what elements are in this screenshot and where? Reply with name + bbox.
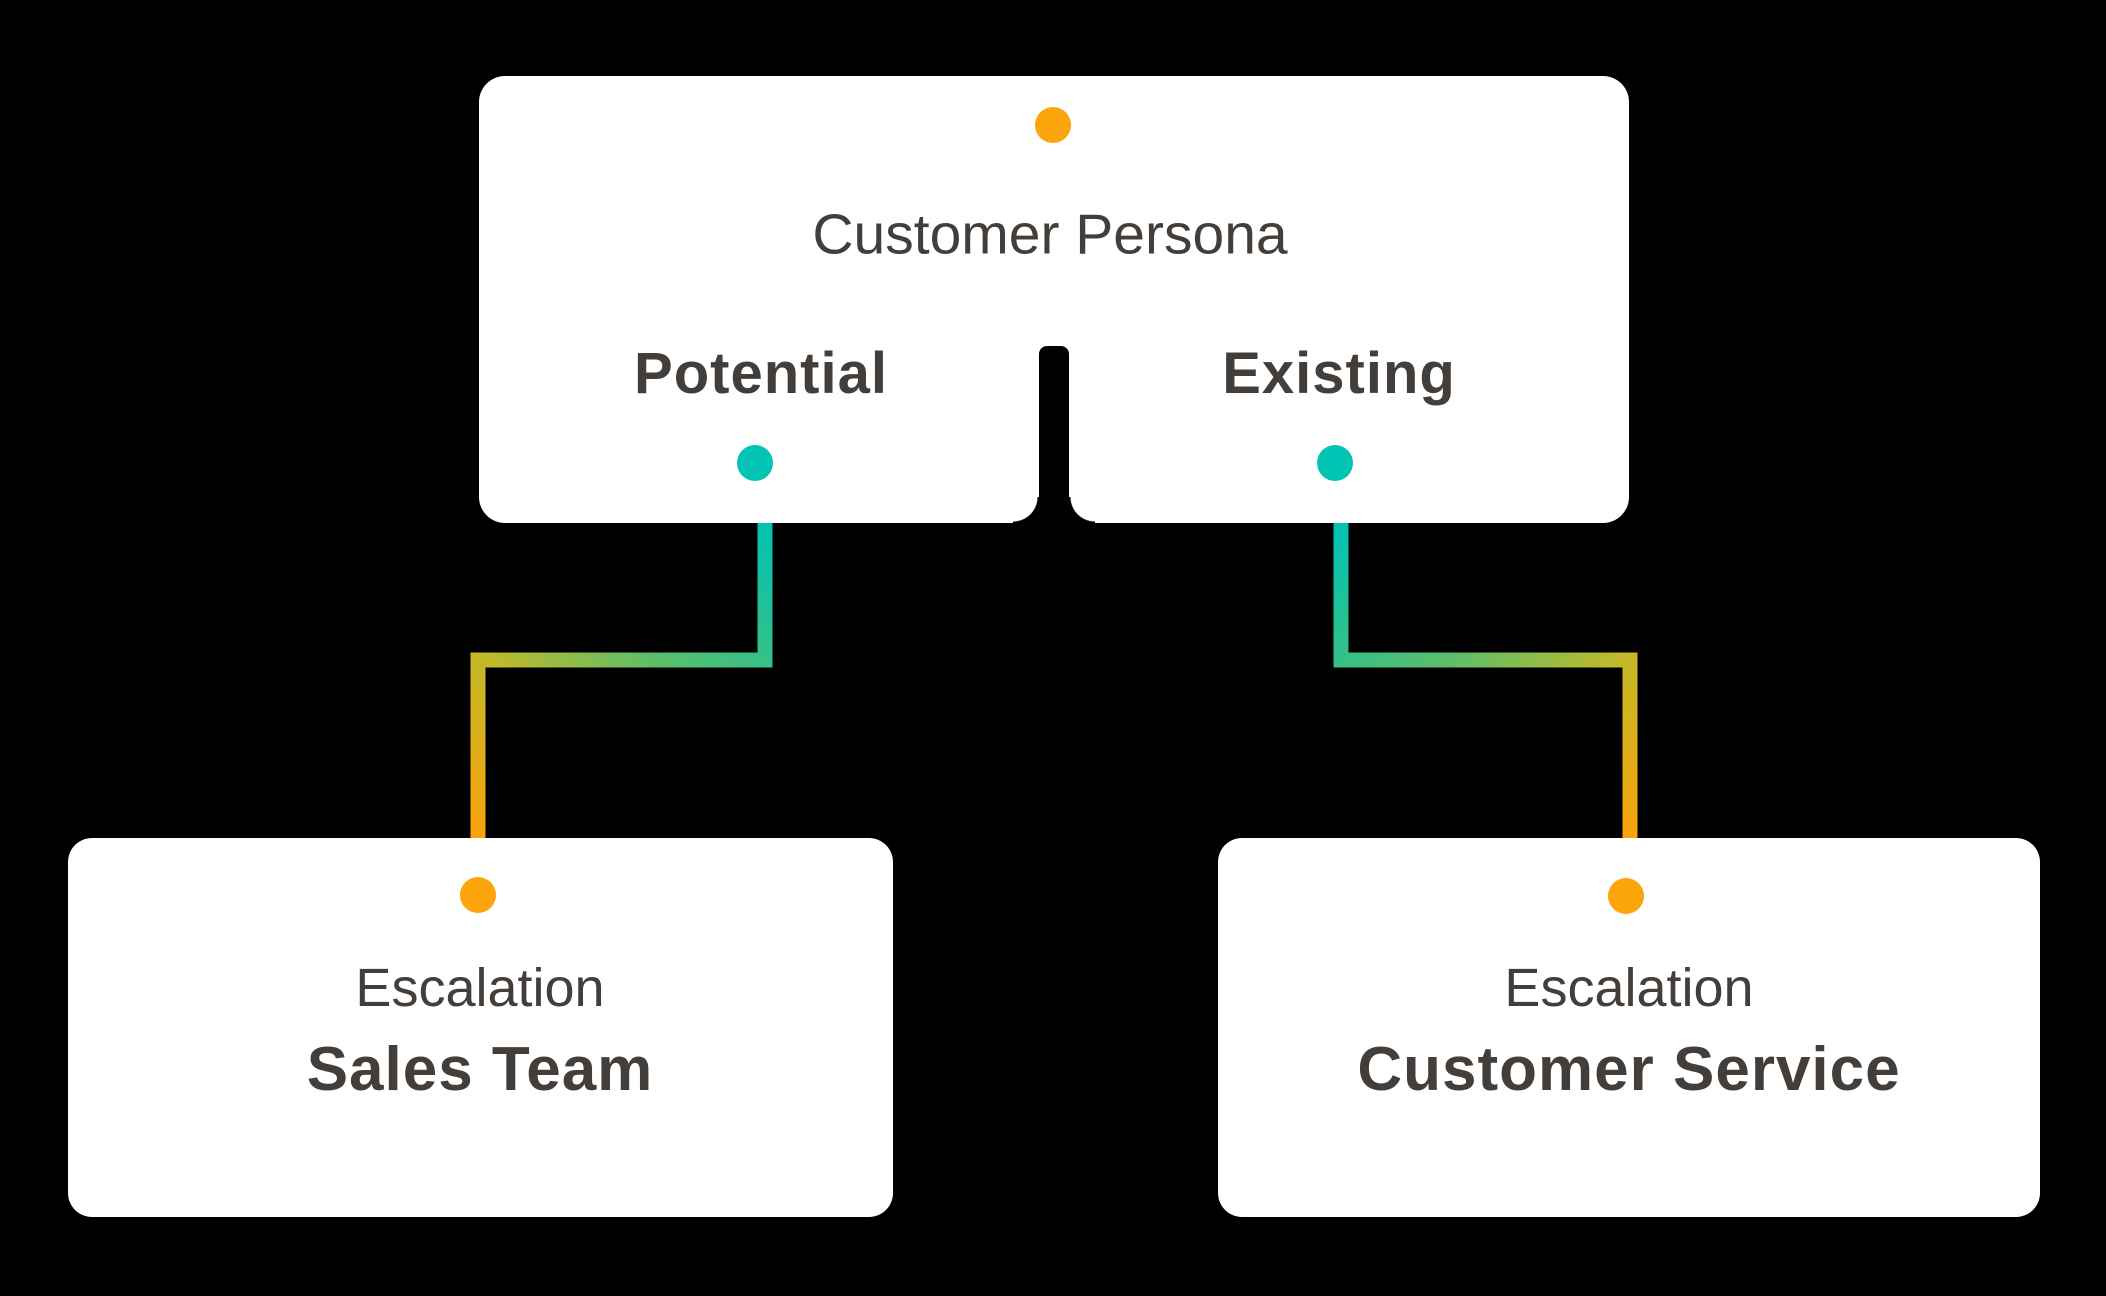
- branch-label-existing: Existing: [1222, 341, 1456, 406]
- leaf-right-title: Customer Service: [1357, 1035, 1901, 1104]
- teal-dot-potential: [737, 445, 773, 481]
- teal-dot-existing: [1317, 445, 1353, 481]
- orange-dot-customer-service: [1608, 878, 1644, 914]
- slot-fillet-left: [1013, 497, 1039, 523]
- node-customer-persona: [479, 76, 1629, 523]
- connector-left: [470, 518, 773, 840]
- branch-label-potential: Potential: [634, 341, 888, 406]
- slot-fillet-right: [1069, 497, 1095, 523]
- leaf-left-title: Sales Team: [306, 1035, 654, 1104]
- leaf-right-subtitle: Escalation: [1504, 958, 1754, 1018]
- root-title: Customer Persona: [812, 202, 1288, 267]
- leaf-left-subtitle: Escalation: [355, 958, 605, 1018]
- orange-dot-root: [1035, 107, 1071, 143]
- connector-right: [1333, 518, 1638, 840]
- top-card-divider-slot: [1039, 346, 1069, 523]
- orange-dot-sales-team: [460, 877, 496, 913]
